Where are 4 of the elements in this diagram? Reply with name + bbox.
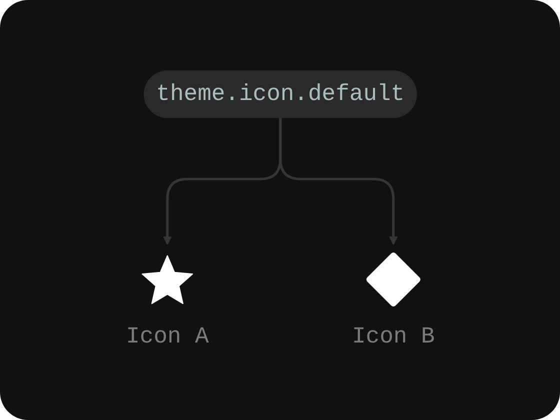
node-diamond	[366, 252, 420, 306]
icon-label: Icon B	[352, 323, 434, 350]
arrow	[278, 117, 398, 245]
icon-label: Icon A	[126, 323, 208, 350]
